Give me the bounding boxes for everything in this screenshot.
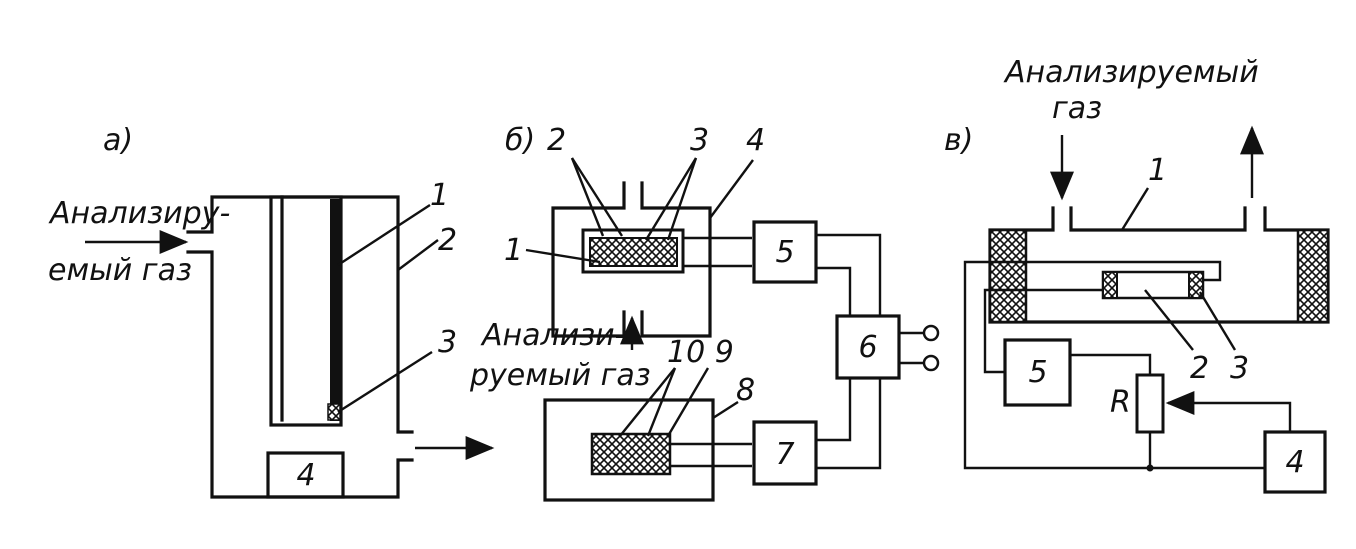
lower-chamber [543,398,715,502]
flow-tube [988,206,1330,324]
output-terminal-2 [922,354,940,372]
callout-b-8: 8 [736,373,755,408]
box-5-v-label: 5 [1028,355,1047,390]
box-6 [835,314,901,380]
sensor-end-left [1102,271,1118,299]
resistor-label: R [1110,385,1131,420]
sensor-body-v [1101,270,1205,300]
callout-b-2-line-b [570,157,624,237]
callout-b-10-line-b [646,367,677,437]
sensor-end-right [1188,271,1204,299]
gas-label-b-2: руемый газ [469,358,651,393]
box-5-label: 5 [775,235,794,270]
callout-1-line [337,203,431,267]
callout-b-1-line [525,248,601,264]
callout-b-9-line [666,367,710,437]
box-4-v [1263,430,1327,494]
end-plug-left [988,228,1028,324]
box-4-v-label: 4 [1285,445,1304,480]
resistor [1135,373,1165,434]
panel-v: в) Анализируемый газ R 5 4 1 2 [944,55,1330,494]
gas-label-b-1: Анализи- [480,318,625,353]
callout-1: 1 [430,178,449,213]
callout-v-2-line [1144,289,1194,351]
inner-tube [269,195,343,427]
callout-2: 2 [438,223,457,258]
callout-3: 3 [438,325,457,360]
panel-v-label: в) [944,123,973,158]
callout-b-10-9: 10 9 [667,335,734,370]
callout-3-line [337,350,433,414]
callout-b-4-line [709,159,754,219]
junction-dot [1146,464,1154,472]
end-plug-right [1296,228,1330,324]
wire-7-6-a [816,378,852,442]
box-6-label: 6 [858,330,877,365]
callout-v-1: 1 [1148,153,1167,188]
callout-b-4: 4 [746,123,765,158]
wire-v-5-R [1070,353,1152,375]
callout-v-3-line [1198,291,1237,351]
callout-b-1: 1 [504,233,523,268]
gas-inlet-label-1: Анализиру- [48,196,230,231]
sensor-element-upper [589,237,678,267]
callout-b-10-line-a [619,367,676,437]
box-5-v [1003,338,1072,407]
output-terminal-1 [922,324,940,342]
callout-b-2: 2 [547,123,566,158]
wire-v-sensor-5 [983,288,1103,374]
callout-b-3-line-a [644,157,698,241]
gas-label-v-1: Анализируемый [1003,55,1259,90]
box-4 [266,451,345,499]
callout-v-2: 2 [1190,351,1209,386]
wire-7-6-b [816,378,882,470]
callout-b-2-line-a [570,157,605,237]
wire-5-6-a [816,233,882,316]
panel-a: а) 4 Анализиру- емый газ 1 2 3 [48,123,495,499]
panel-b: б) 5 7 6 Анализи- руемый га [469,123,940,502]
callout-2-line [397,239,439,271]
wire-v-wiper [1165,391,1292,432]
callout-b-3-line-b [666,157,698,241]
panel-a-label: а) [103,123,133,158]
callout-b-8-line [712,400,739,420]
box-7-label: 7 [775,437,794,472]
wire-v-outer [963,260,1265,470]
box-4-label: 4 [296,458,315,493]
gas-label-v-2: газ [1052,91,1102,126]
callout-v-1-line [1120,187,1150,231]
sensor-element-lower [590,432,672,476]
sensitive-element [330,199,340,421]
callout-v-3: 3 [1230,351,1249,386]
box-7 [752,420,818,486]
wire-5-6-b [816,266,852,316]
box-5 [752,220,818,284]
panel-b-label: б) [505,123,535,158]
gas-inlet-label-2: емый газ [48,253,192,288]
callout-b-3: 3 [690,123,709,158]
